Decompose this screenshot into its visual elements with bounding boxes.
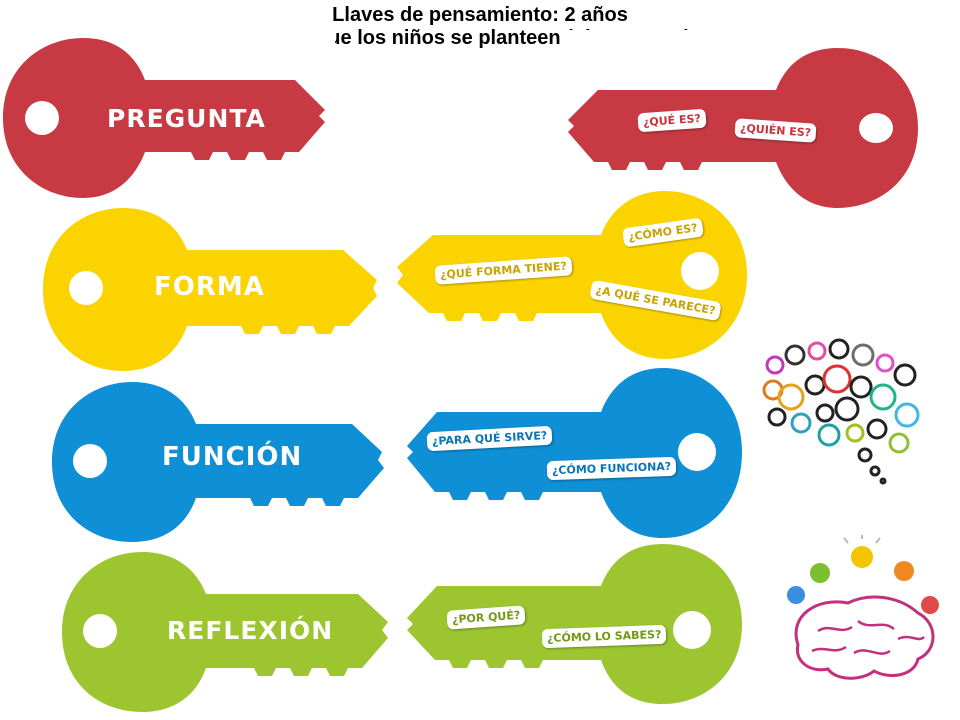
reflexion-right-card: ¿POR QUÉ? ¿CÓMO LO SABES?	[400, 540, 745, 708]
key-shape-icon	[407, 544, 742, 704]
pregunta-left-card: PREGUNTA	[0, 30, 335, 210]
reflexion-key: REFLEXIÓN	[62, 552, 392, 712]
forma-key: FORMA	[43, 208, 383, 371]
page-title: Llaves de pensamiento: 2 años	[332, 4, 628, 26]
key-shape-icon	[3, 38, 325, 198]
key-label: REFLEXIÓN	[167, 616, 334, 645]
pregunta-questions-key: ¿QUÉ ES? ¿QUIÉN ES?	[568, 48, 918, 208]
key-label: PREGUNTA	[107, 104, 266, 133]
key-label: FUNCIÓN	[162, 442, 303, 472]
funcion-key: FUNCIÓN	[52, 382, 387, 542]
lightbulb-brain-icon	[778, 535, 953, 695]
forma-questions-key: ¿CÓMO ES? ¿QUÉ FORMA TIENE? ¿A QUÉ SE PA…	[397, 191, 747, 359]
reflexion-left-card: REFLEXIÓN	[48, 548, 398, 720]
key-shape-icon	[407, 368, 742, 538]
key-shape-icon	[62, 552, 388, 712]
gear-brain-icon	[755, 335, 935, 485]
forma-left-card: FORMA	[38, 198, 385, 378]
pregunta-key: PREGUNTA	[3, 38, 328, 198]
funcion-questions-key: ¿PARA QUÉ SIRVE? ¿CÓMO FUNCIONA?	[407, 368, 742, 538]
reflexion-questions-key: ¿POR QUÉ? ¿CÓMO LO SABES?	[407, 544, 742, 704]
funcion-right-card: ¿PARA QUÉ SIRVE? ¿CÓMO FUNCIONA?	[395, 368, 750, 538]
pregunta-right-card: ¿QUÉ ES? ¿QUIÉN ES?	[565, 30, 922, 210]
key-shape-icon	[43, 208, 377, 371]
funcion-left-card: FUNCIÓN	[38, 378, 393, 546]
key-label: FORMA	[154, 272, 265, 302]
forma-right-card: ¿CÓMO ES? ¿QUÉ FORMA TIENE? ¿A QUÉ SE PA…	[390, 188, 750, 364]
key-shape-icon	[52, 382, 384, 542]
